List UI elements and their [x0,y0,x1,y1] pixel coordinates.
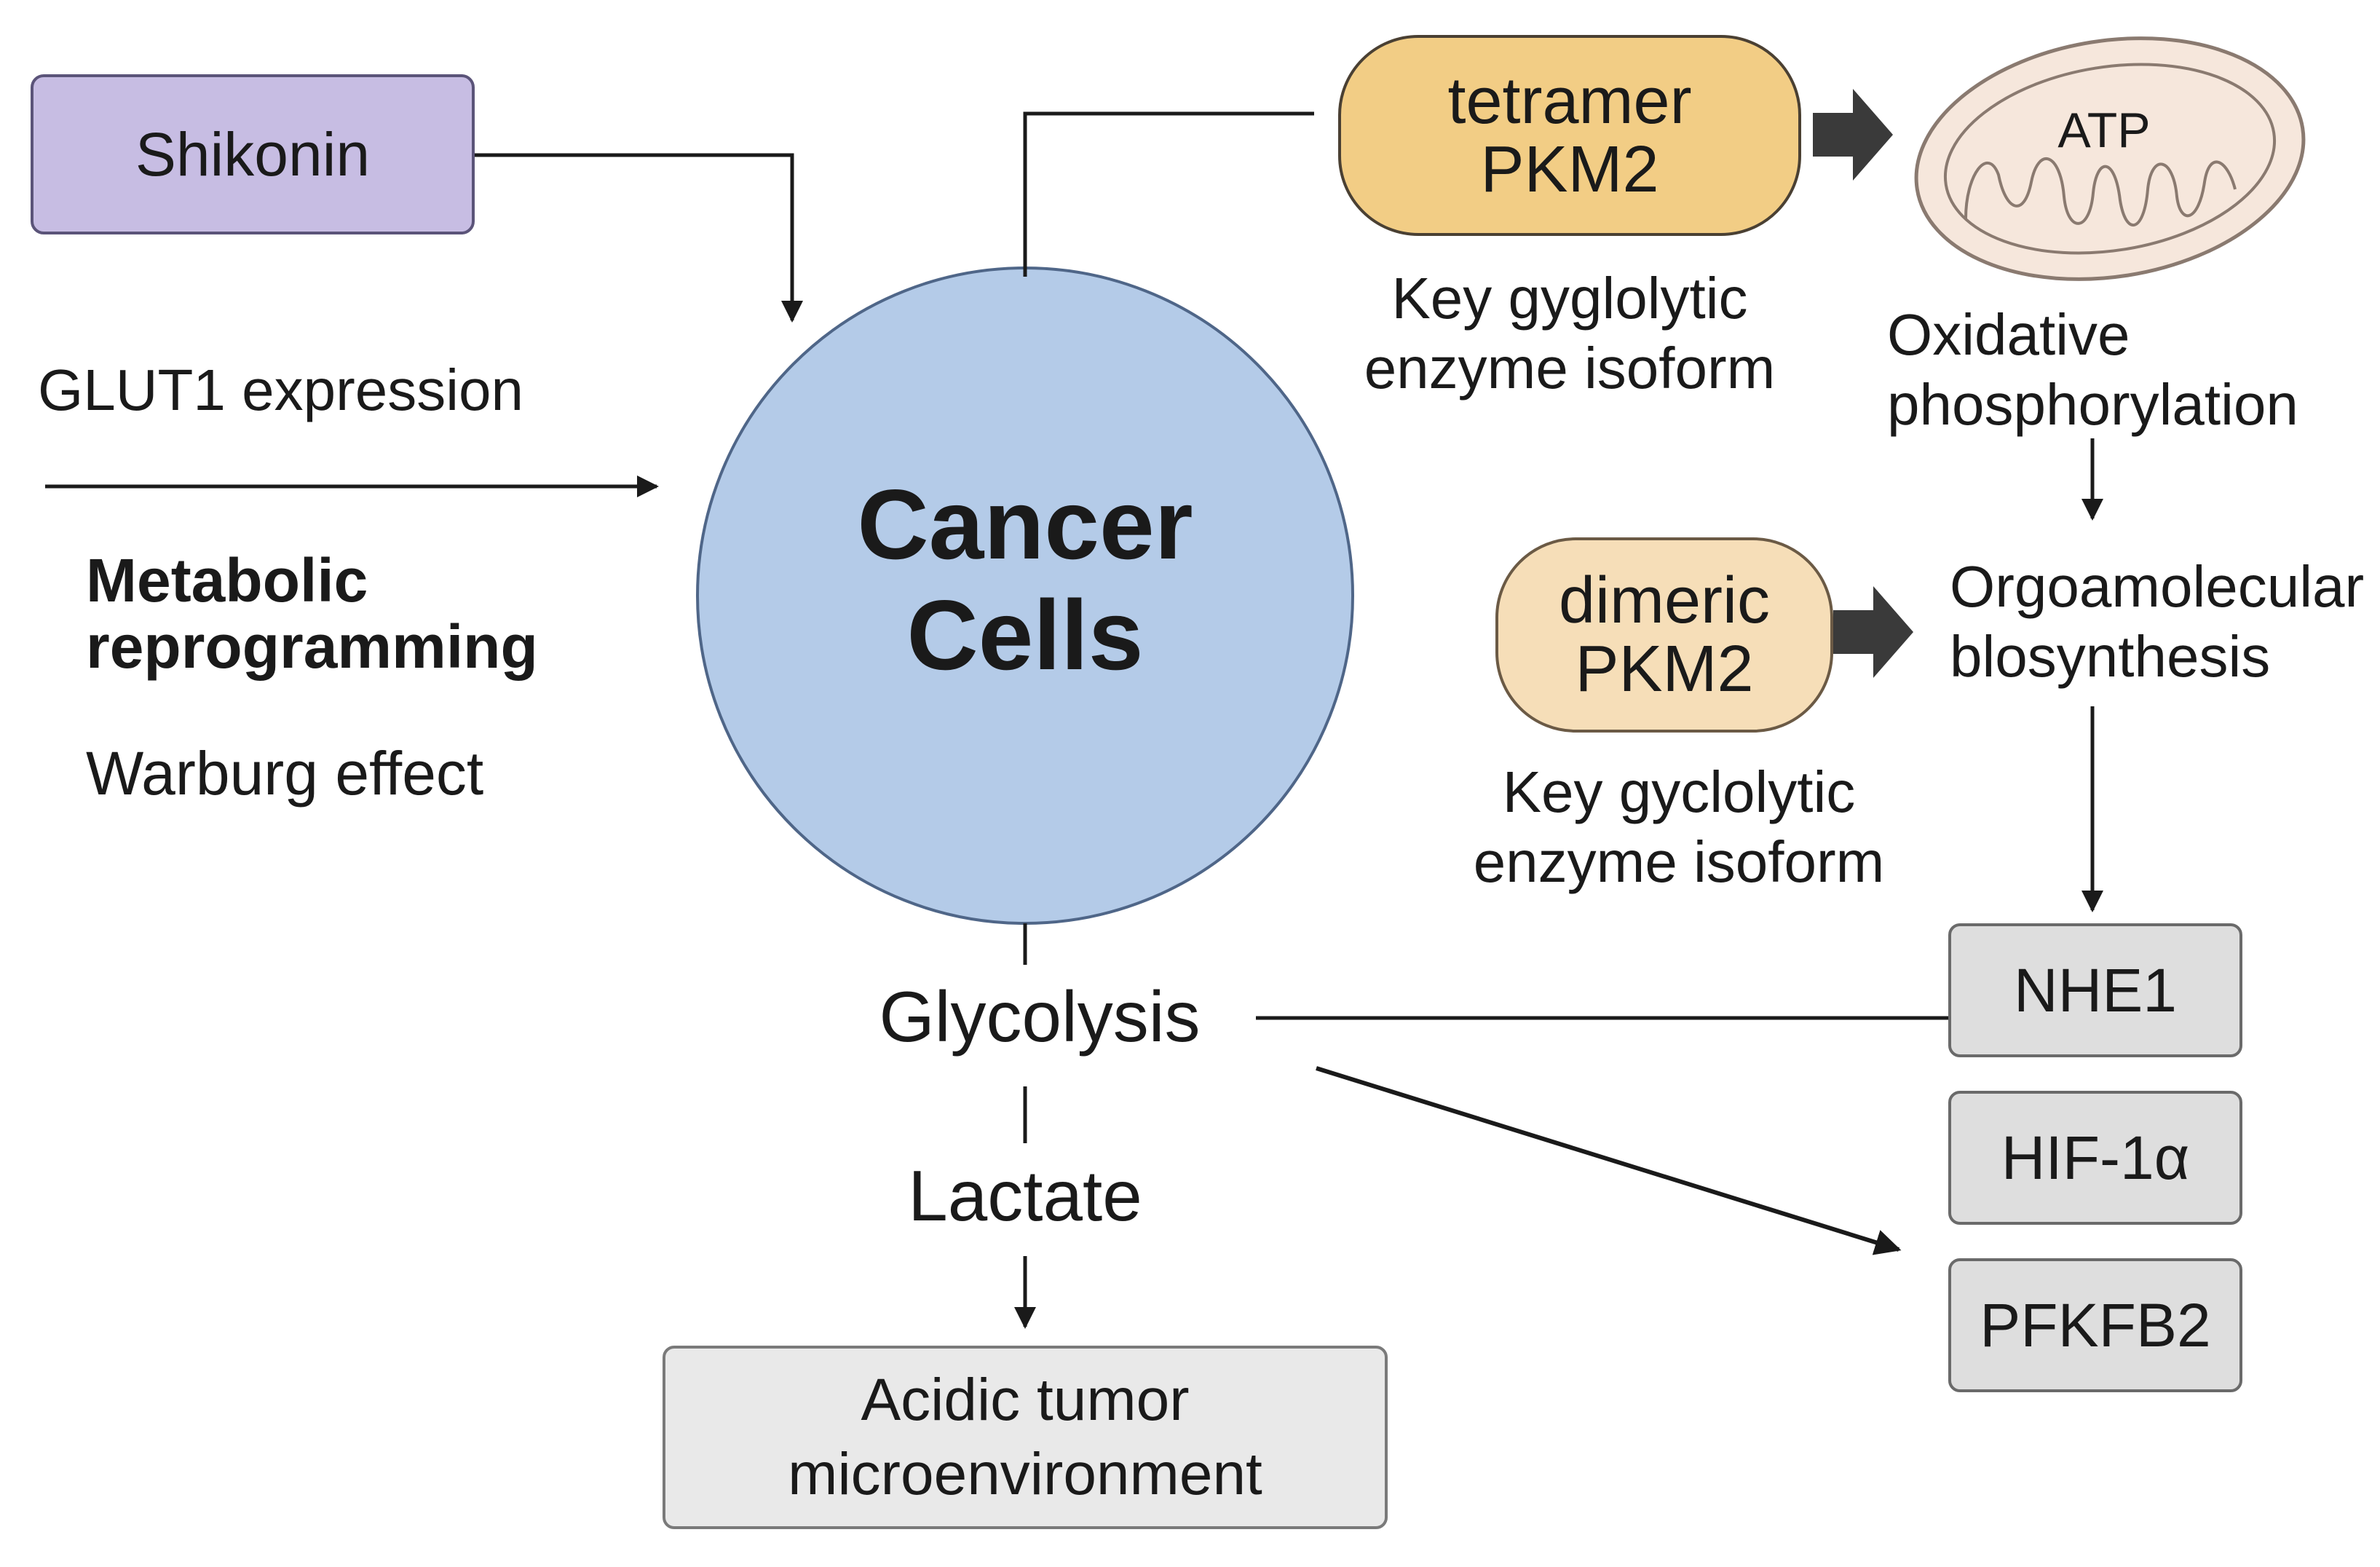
dimeric-note-label: Key gyclolytic enzyme isoform [1473,759,1885,894]
glut1-expression-label: GLUT1 expression [38,358,523,422]
glycolysis-to-pfkfb2-arrow [1316,1066,1902,1255]
tetramer-pkm2-box: tetramer PKM2 [1338,35,1801,236]
dimeric-pkm2-box: dimeric PKM2 [1495,537,1833,733]
shikonin-box: Shikonin [31,74,475,234]
cell-tetramer-connector [1023,111,1314,277]
lactate-label: Lactate [908,1156,1142,1236]
nhe1-box: NHE1 [1948,923,2242,1057]
tetramer-to-atp-block-arrow [1813,89,1893,181]
warburg-effect-label: Warburg effect [86,739,484,808]
shikonin-arrow [473,153,803,323]
glycolysis-label: Glycolysis [879,976,1201,1057]
atp-label: ATP [2057,103,2151,158]
hif1a-box: HIF-1α [1948,1091,2242,1225]
oxidative-phosphorylation-label: Oxidative phosphorylation [1887,302,2298,437]
pfkfb2-box: PFKFB2 [1948,1258,2242,1392]
metabolic-reprogramming-label: Metabolic reprogramming [86,546,538,681]
biosynthesis-label: Orgoamolecular blosynthesis [1950,554,2365,689]
cancer-cells-label: Cancer Cells [857,469,1193,691]
dimeric-to-biosynthesis-block-arrow [1833,586,1913,678]
mitochondrion-icon [1914,36,2306,281]
acidic-tumor-microenvironment-box: Acidic tumor microenvironment [663,1346,1388,1529]
tetramer-note-label: Key gyglolytic enzyme isoform [1364,266,1776,400]
